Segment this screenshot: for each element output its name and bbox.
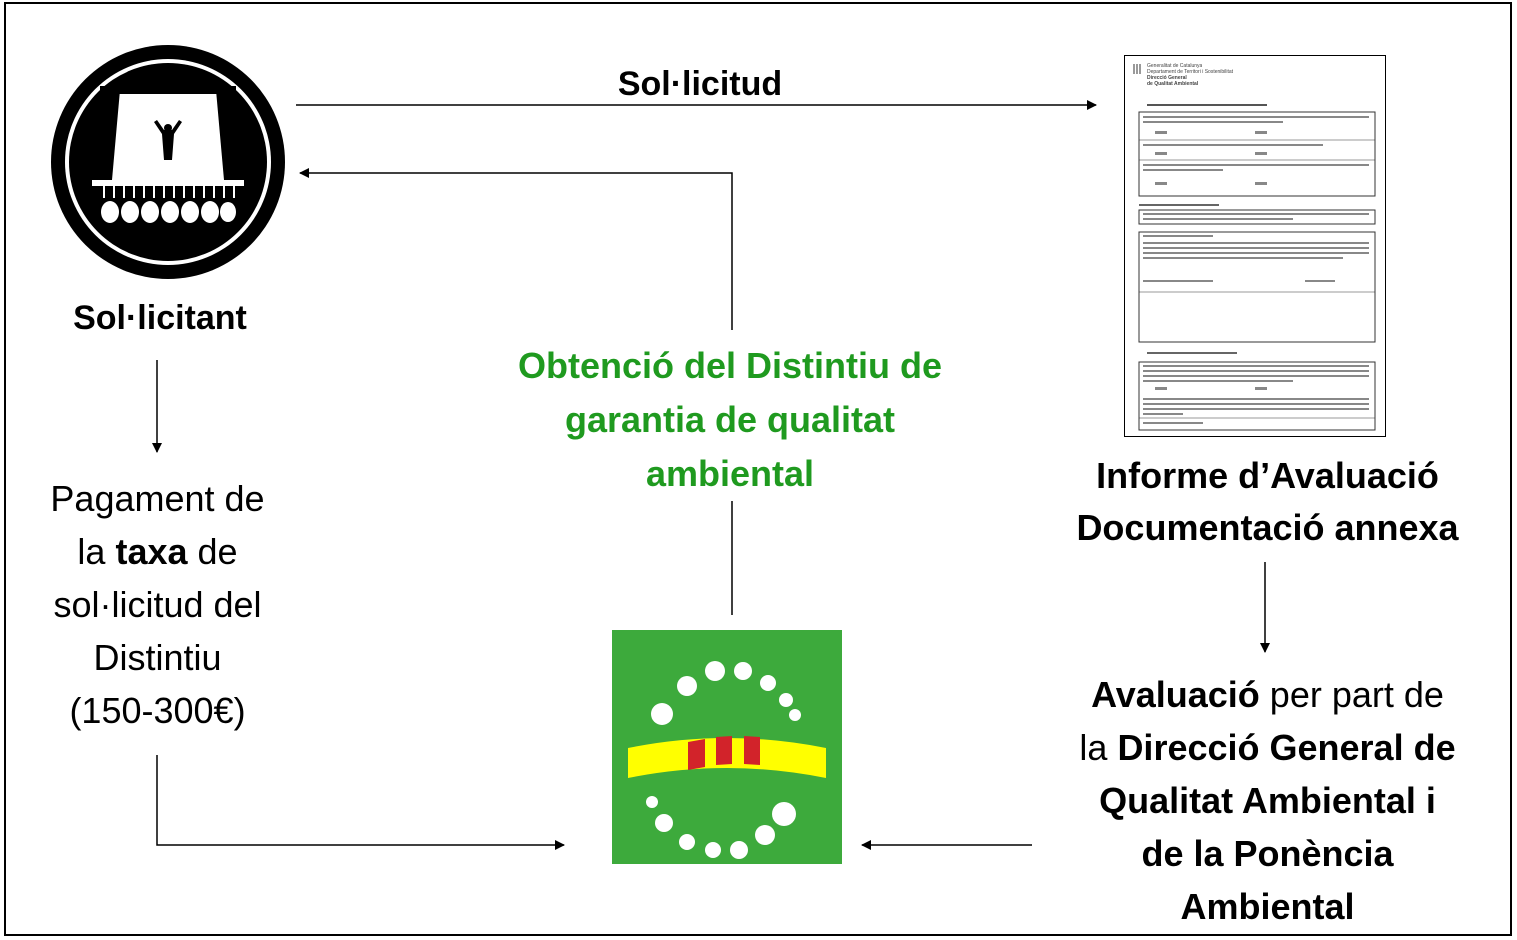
fee-line-3: sol·licitud del bbox=[53, 584, 262, 625]
fee-line-2: la taxa de bbox=[20, 525, 295, 578]
applicant-label: Sol·licitant bbox=[73, 299, 247, 337]
evaluation-line-5: Ambiental bbox=[1180, 886, 1355, 927]
evaluation-line-4: de la Ponència bbox=[1141, 833, 1394, 874]
doc-seal-icon bbox=[1133, 64, 1141, 74]
report-line-2: Documentació annexa bbox=[1076, 507, 1459, 548]
environmental-quality-badge-icon bbox=[612, 630, 842, 864]
return-arrow-line bbox=[299, 168, 733, 330]
request-label: Sol·licitud bbox=[617, 65, 783, 103]
fee-line-4: Distintiu bbox=[93, 637, 222, 678]
theatre-stage-icon bbox=[51, 45, 285, 279]
fee-text: Pagament de la taxa de sol·licitud del D… bbox=[20, 472, 295, 737]
doc-body-placeholder bbox=[1138, 104, 1376, 431]
fee-line-2-post: de bbox=[187, 531, 238, 572]
doc-header-4: de Qualitat Ambiental bbox=[1147, 81, 1199, 87]
center-line-1: Obtenció del Distintiu de bbox=[517, 345, 943, 386]
center-line-3: ambiental bbox=[645, 453, 815, 494]
evaluation-line-1-rest: per part de bbox=[1259, 674, 1444, 715]
evaluation-line-1: Avaluació per part de bbox=[1030, 668, 1505, 721]
center-line-2: garantia de qualitat bbox=[564, 399, 896, 440]
evaluation-line-2-pre: la bbox=[1079, 727, 1118, 768]
diagram-frame bbox=[4, 2, 1512, 936]
evaluation-bold: Avaluació bbox=[1091, 674, 1260, 715]
doc-header-3: Direcció General bbox=[1147, 75, 1187, 81]
fee-line-5: (150-300€) bbox=[69, 690, 246, 731]
evaluation-text: Avaluació per part de la Direcció Genera… bbox=[1030, 668, 1505, 933]
fee-to-logo-arrow bbox=[156, 755, 565, 850]
center-green-label: Obtenció del Distintiu de garantia de qu… bbox=[440, 339, 1020, 501]
doc-header-1: Generalitat de Catalunya bbox=[1147, 63, 1203, 69]
evaluation-line-2: la Direcció General de bbox=[1030, 721, 1505, 774]
evaluation-line-3: Qualitat Ambiental i bbox=[1099, 780, 1436, 821]
fee-bold-word: taxa bbox=[115, 531, 188, 572]
fee-line-1: Pagament de bbox=[50, 478, 265, 519]
evaluation-report-document: Generalitat de Catalunya Departament de … bbox=[1124, 55, 1386, 437]
report-label: Informe d’Avaluació Documentació annexa bbox=[1030, 450, 1505, 554]
fee-line-2-pre: la bbox=[77, 531, 116, 572]
report-line-1: Informe d’Avaluació bbox=[1096, 455, 1439, 496]
evaluation-line-2-bold: Direcció General de bbox=[1117, 727, 1456, 768]
doc-header-2: Departament de Territori i Sostenibilita… bbox=[1147, 69, 1234, 75]
